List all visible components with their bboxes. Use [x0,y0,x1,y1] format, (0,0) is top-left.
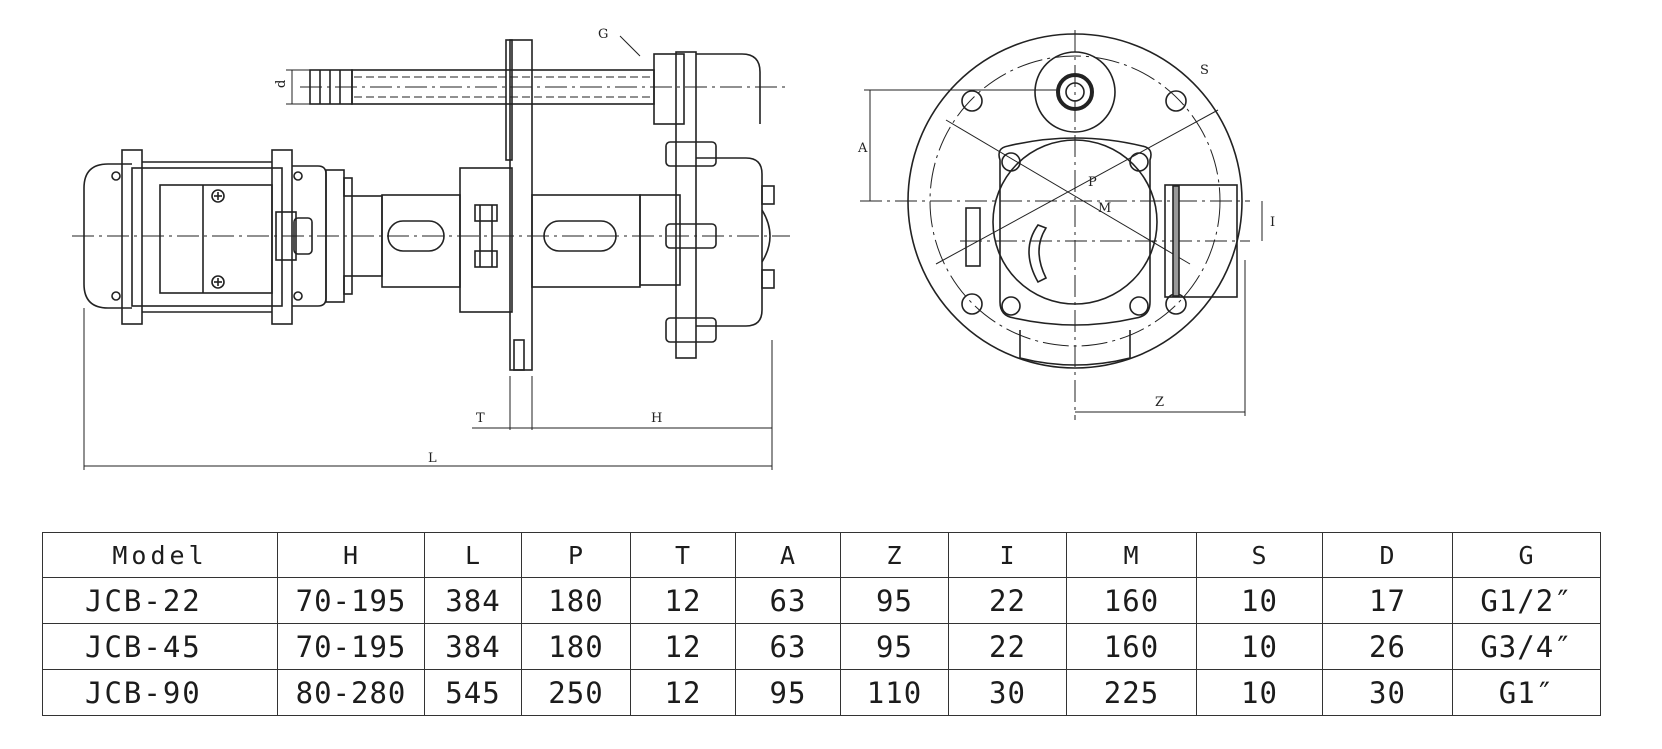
label-h: H [651,411,662,426]
cell-p: 180 [521,577,631,624]
cell-t: 12 [630,669,736,716]
cell-s: 10 [1196,669,1323,716]
cell-p: 250 [521,669,631,716]
label-z: Z [1155,395,1164,410]
header-l: L [424,532,522,578]
cell-g: G3/4″ [1452,623,1601,670]
cell-a: 63 [735,623,841,670]
cell-i: 22 [948,623,1067,670]
table-row: JCB-45 70-195 384 180 12 63 95 22 160 10… [42,623,1601,670]
cell-d: 26 [1322,623,1453,670]
cell-m: 160 [1066,577,1197,624]
cell-model: JCB-90 [42,669,278,716]
label-i: I [1270,215,1275,230]
cell-s: 10 [1196,623,1323,670]
cell-l: 545 [424,669,522,716]
cell-model: JCB-45 [42,623,278,670]
cell-g: G1″ [1452,669,1601,716]
table-row: JCB-22 70-195 384 180 12 63 95 22 160 10… [42,577,1601,624]
header-m: M [1066,532,1197,578]
label-l: L [428,451,437,466]
cell-i: 30 [948,669,1067,716]
cell-t: 12 [630,623,736,670]
top-view: A S P M I Z [857,30,1275,420]
header-g: G [1452,532,1601,578]
table-row: JCB-90 80-280 545 250 12 95 110 30 225 1… [42,669,1601,716]
cell-l: 384 [424,623,522,670]
cell-z: 110 [840,669,949,716]
label-s: S [1200,63,1209,78]
cell-l: 384 [424,577,522,624]
cell-i: 22 [948,577,1067,624]
cell-d: 17 [1322,577,1453,624]
cell-model: JCB-22 [42,577,278,624]
label-m: M [1098,201,1111,216]
cell-g: G1/2″ [1452,577,1601,624]
cell-h: 70-195 [277,623,425,670]
cell-p: 180 [521,623,631,670]
label-p: P [1088,175,1097,190]
cell-s: 10 [1196,577,1323,624]
header-d: D [1322,532,1453,578]
label-t: T [476,411,485,426]
cell-m: 160 [1066,623,1197,670]
cell-h: 80-280 [277,669,425,716]
header-h: H [277,532,425,578]
table-header-row: Model H L P T A Z I M S D G [42,532,1601,578]
header-z: Z [840,532,949,578]
technical-drawing: d G T H L [72,27,1275,470]
cell-z: 95 [840,577,949,624]
spec-table: Model H L P T A Z I M S D G JCB-22 70-19… [42,532,1601,716]
label-d: d [274,80,289,88]
header-a: A [735,532,841,578]
cell-z: 95 [840,623,949,670]
cell-d: 30 [1322,669,1453,716]
label-g: G [598,27,608,42]
header-p: P [521,532,631,578]
header-s: S [1196,532,1323,578]
label-a: A [857,141,868,156]
cell-a: 95 [735,669,841,716]
cell-a: 63 [735,577,841,624]
cell-h: 70-195 [277,577,425,624]
header-t: T [630,532,736,578]
header-model: Model [42,532,278,578]
header-i: I [948,532,1067,578]
cell-t: 12 [630,577,736,624]
side-view: d G T H L [72,27,790,470]
cell-m: 225 [1066,669,1197,716]
